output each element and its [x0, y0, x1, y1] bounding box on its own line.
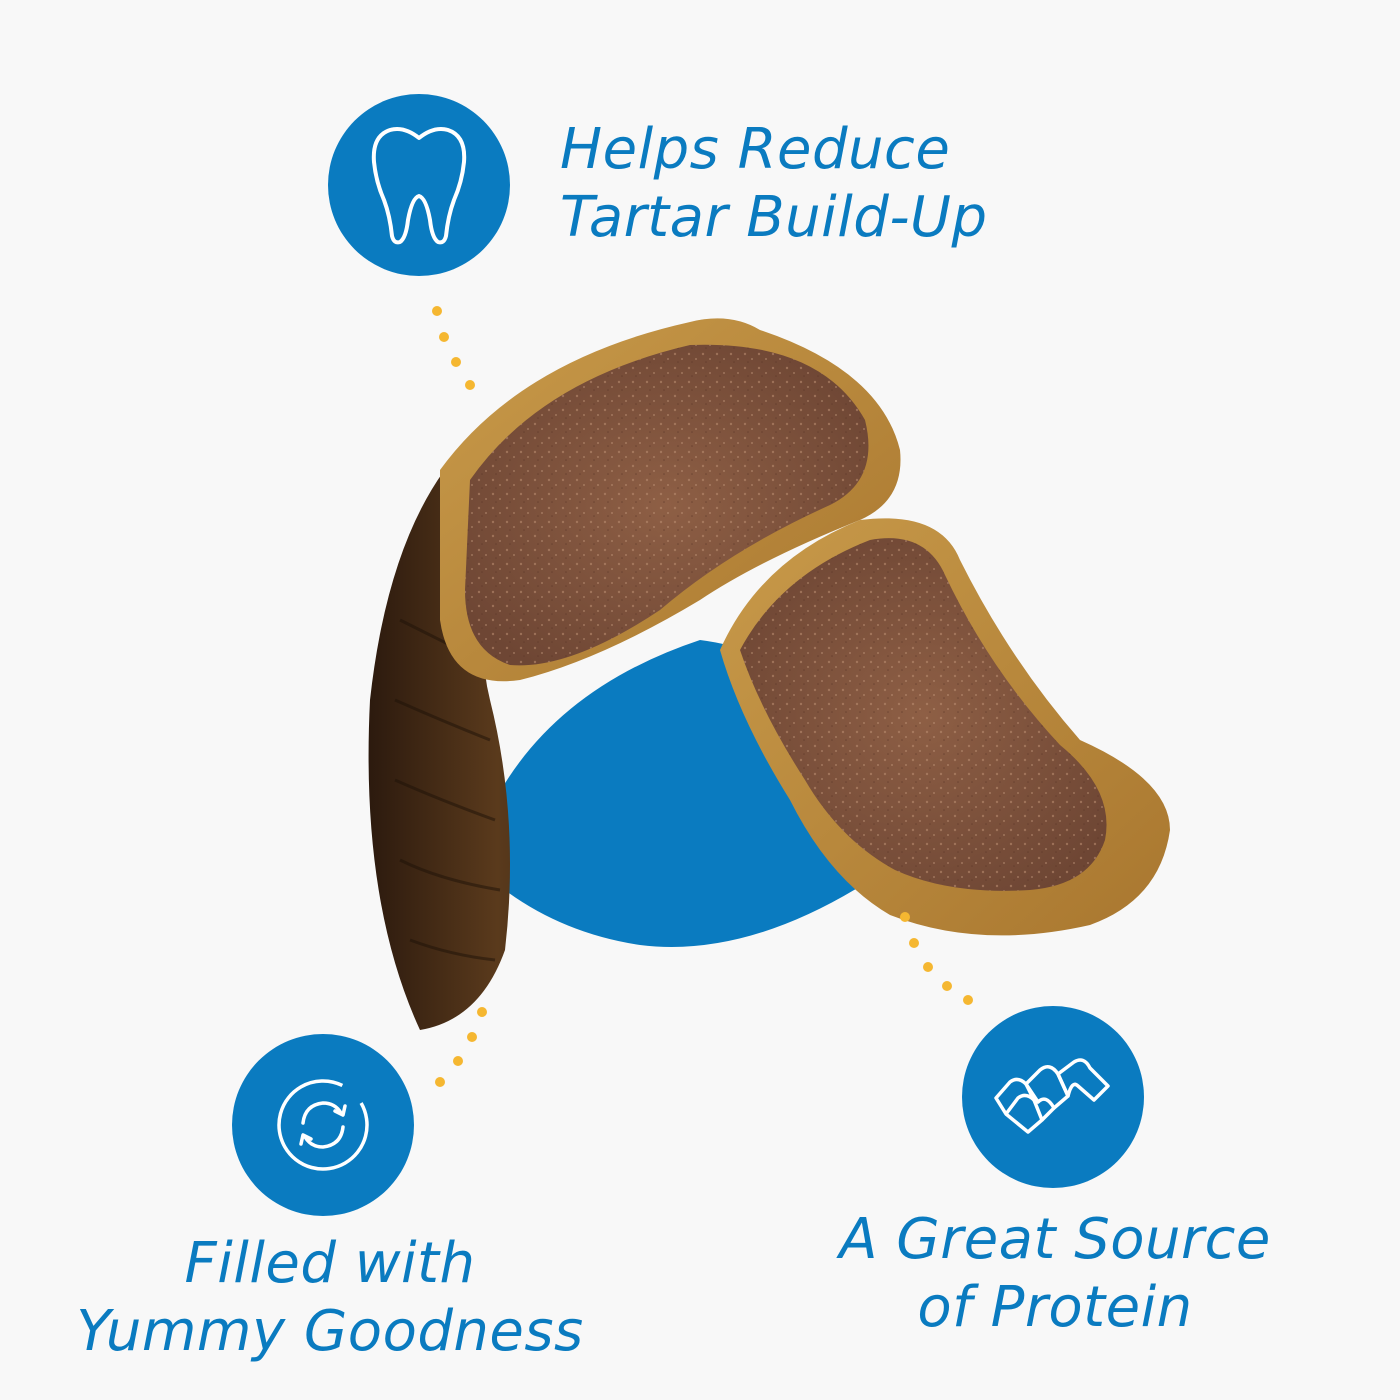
protein-line2: of Protein [917, 1275, 1193, 1341]
filling-line1: Filled with [184, 1231, 476, 1296]
protein-caption: A Great Source of Protein [800, 1206, 1310, 1343]
dotted-connectors [432, 306, 973, 1087]
protein-line1: A Great Source [839, 1207, 1271, 1272]
tooth-icon-badge [328, 94, 510, 276]
tartar-caption: Helps Reduce Tartar Build-Up [560, 116, 988, 253]
filling-line2: Yummy Goodness [76, 1299, 584, 1365]
filling-caption: Filled with Yummy Goodness [60, 1230, 600, 1367]
protein-strand-icon [994, 1058, 1110, 1134]
protein-strand-icon-badge [962, 1006, 1144, 1188]
tartar-line1: Helps Reduce [560, 117, 951, 182]
tooth-icon [371, 127, 467, 245]
tartar-line2: Tartar Build-Up [560, 185, 988, 251]
refresh-cycle-icon [277, 1079, 369, 1171]
refresh-cycle-icon-badge [232, 1034, 414, 1216]
